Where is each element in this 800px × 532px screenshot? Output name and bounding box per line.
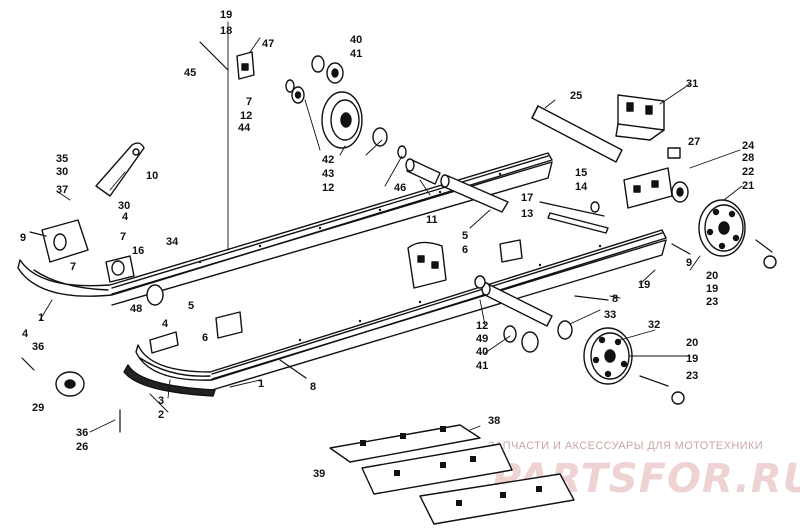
label-8: 8 xyxy=(310,381,316,393)
label-4: 4 xyxy=(122,211,129,223)
label-26: 26 xyxy=(76,441,88,453)
block-27 xyxy=(667,147,681,159)
bracket-mid xyxy=(407,241,447,289)
label-18: 18 xyxy=(220,25,232,37)
label-20: 20 xyxy=(686,337,698,349)
label-39: 39 xyxy=(313,468,325,480)
label-13: 13 xyxy=(521,208,533,220)
bracket-28 xyxy=(623,167,673,209)
block-6 xyxy=(215,239,523,339)
wear-strip xyxy=(123,364,216,397)
label-38: 38 xyxy=(488,415,500,427)
label-4: 4 xyxy=(22,328,29,340)
spacer-46 xyxy=(405,158,441,185)
label-12: 12 xyxy=(240,110,252,122)
label-49: 49 xyxy=(476,333,488,345)
label-9: 9 xyxy=(20,232,26,244)
label-28: 28 xyxy=(742,152,754,164)
label-21: 21 xyxy=(742,180,754,192)
label-6: 6 xyxy=(462,244,468,256)
label-15: 15 xyxy=(575,167,587,179)
label-37: 37 xyxy=(56,184,68,196)
label-23: 23 xyxy=(686,370,698,382)
label-46: 46 xyxy=(394,182,406,194)
rail-holes xyxy=(198,172,602,342)
cross-shaft-25 xyxy=(531,105,623,163)
label-42: 42 xyxy=(322,154,334,166)
bracket-47 xyxy=(236,51,255,80)
label-40: 40 xyxy=(350,34,362,46)
label-34: 34 xyxy=(166,236,179,248)
front-pivot xyxy=(41,219,135,283)
label-23: 23 xyxy=(706,296,718,308)
idler-wheel-front xyxy=(583,327,633,385)
label-41: 41 xyxy=(350,48,362,60)
label-20: 20 xyxy=(706,270,718,282)
label-45: 45 xyxy=(184,67,196,79)
label-19: 19 xyxy=(686,353,698,365)
label-36: 36 xyxy=(76,427,88,439)
idler-wheel-upper xyxy=(321,91,363,149)
label-12: 12 xyxy=(476,320,488,332)
label-48: 48 xyxy=(130,303,142,315)
callout-labels: 19 18 47 45 7 12 44 40 41 42 43 12 46 11… xyxy=(20,9,755,480)
label-7: 7 xyxy=(246,96,252,108)
label-40: 40 xyxy=(476,346,488,358)
label-10: 10 xyxy=(146,170,158,182)
label-44: 44 xyxy=(238,122,251,134)
label-16: 16 xyxy=(132,245,144,257)
label-25: 25 xyxy=(570,90,582,102)
front-rail xyxy=(135,229,667,391)
label-5: 5 xyxy=(188,300,194,312)
label-4: 4 xyxy=(162,318,169,330)
label-27: 27 xyxy=(688,136,700,148)
label-22: 22 xyxy=(742,166,754,178)
label-19: 19 xyxy=(706,283,718,295)
label-35: 35 xyxy=(56,153,68,165)
cross-shaft-front xyxy=(481,282,553,327)
label-12: 12 xyxy=(322,182,334,194)
label-24: 24 xyxy=(742,140,755,152)
label-41: 41 xyxy=(476,360,488,372)
label-29: 29 xyxy=(32,402,44,414)
label-7: 7 xyxy=(120,231,126,243)
label-30: 30 xyxy=(56,166,68,178)
label-1: 1 xyxy=(258,378,264,390)
rear-rail xyxy=(17,152,553,306)
arm-10 xyxy=(95,142,145,197)
label-14: 14 xyxy=(575,181,588,193)
label-31: 31 xyxy=(686,78,698,90)
label-19: 19 xyxy=(220,9,232,21)
bumper-29 xyxy=(55,371,85,397)
label-33: 33 xyxy=(604,309,616,321)
idler-wheel-rear xyxy=(698,199,746,257)
rod-13 xyxy=(547,212,609,234)
track-clips xyxy=(329,424,575,525)
label-32: 32 xyxy=(648,319,660,331)
label-8: 8 xyxy=(612,293,618,305)
label-1: 1 xyxy=(38,312,44,324)
leader-lines xyxy=(39,21,743,433)
label-9: 9 xyxy=(686,257,692,269)
label-6: 6 xyxy=(202,332,208,344)
watermark-subtitle: ЗАПЧАСТИ И АКСЕССУАРЫ ДЛЯ МОТОТЕХНИКИ xyxy=(488,440,763,452)
label-47: 47 xyxy=(262,38,274,50)
bearings xyxy=(146,55,777,405)
bolts xyxy=(21,41,773,433)
label-36: 36 xyxy=(32,341,44,353)
label-17: 17 xyxy=(521,192,533,204)
label-2: 2 xyxy=(158,409,164,421)
label-30: 30 xyxy=(118,200,130,212)
label-7: 7 xyxy=(70,261,76,273)
label-11: 11 xyxy=(426,214,438,226)
bracket-31 xyxy=(615,94,665,141)
cross-shaft-11 xyxy=(440,174,509,213)
label-5: 5 xyxy=(462,230,468,242)
label-43: 43 xyxy=(322,168,334,180)
label-19: 19 xyxy=(638,279,650,291)
label-3: 3 xyxy=(158,395,164,407)
